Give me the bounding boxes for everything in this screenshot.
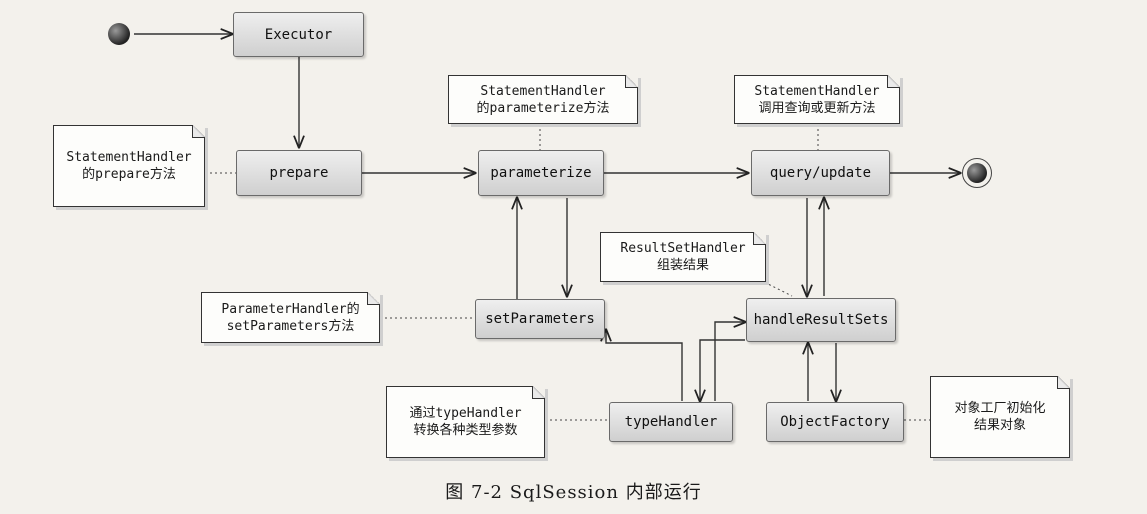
note-parameter-handler: ParameterHandler的 setParameters方法 <box>201 292 380 343</box>
arrow-handleresults-typehandler <box>700 339 745 401</box>
start-node <box>108 23 130 45</box>
set-parameters-node: setParameters <box>475 299 605 339</box>
note-statement-handler-prepare: StatementHandler 的prepare方法 <box>53 125 205 207</box>
parameterize-node: parameterize <box>478 150 604 196</box>
object-factory-node: ObjectFactory <box>766 402 904 442</box>
note-result-set-handler: ResultSetHandler 组装结果 <box>600 232 766 282</box>
type-handler-node: typeHandler <box>609 402 733 442</box>
note-statement-handler-query: StatementHandler 调用查询或更新方法 <box>734 75 900 124</box>
figure-caption: 图 7-2 SqlSession 内部运行 <box>445 482 702 503</box>
query-update-node: query/update <box>751 150 890 196</box>
handle-result-sets-node: handleResultSets <box>746 298 896 342</box>
anchor-resultset-note <box>759 279 793 297</box>
executor-node: Executor <box>233 12 364 57</box>
end-node <box>962 158 992 188</box>
end-node-dot <box>967 163 987 183</box>
note-statement-handler-parameterize: StatementHandler 的parameterize方法 <box>448 75 638 124</box>
arrow-typehandler-setparams <box>606 330 683 401</box>
arrow-typehandler-handleresults <box>714 322 745 401</box>
prepare-node: prepare <box>236 150 362 196</box>
note-object-factory: 对象工厂初始化 结果对象 <box>930 376 1070 458</box>
note-type-handler: 通过typeHandler 转换各种类型参数 <box>386 386 545 458</box>
